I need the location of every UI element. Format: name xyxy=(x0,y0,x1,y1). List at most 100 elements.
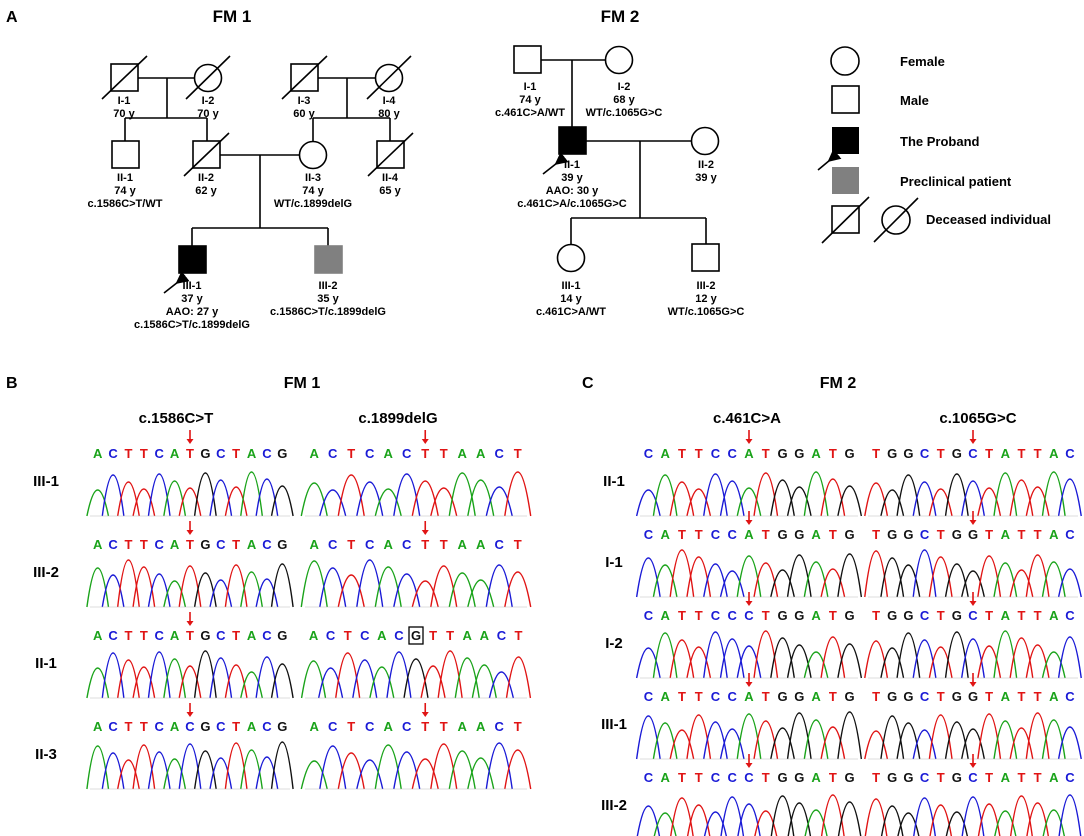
trace-peak xyxy=(255,656,279,699)
base-letter: G xyxy=(952,770,962,785)
base-letter: T xyxy=(140,446,148,461)
trace-peak xyxy=(1041,471,1066,517)
base-letter: T xyxy=(446,628,454,643)
fm1-iii1-id: III-1 xyxy=(183,280,202,292)
trace-peak xyxy=(454,657,480,699)
trace-peak xyxy=(101,474,125,517)
trace-peak xyxy=(1057,726,1082,760)
fm1-i4-id: I-4 xyxy=(383,95,397,107)
trace-row-label: III-1 xyxy=(601,716,627,733)
base-letter: T xyxy=(440,446,448,461)
base-letter: G xyxy=(903,608,913,623)
trace-peak xyxy=(803,471,829,517)
trace-peak xyxy=(896,722,921,760)
fm2-iii2-id: III-2 xyxy=(697,280,716,292)
base-letter: G xyxy=(777,527,787,542)
fm2-proband-arrow xyxy=(542,152,569,175)
base-letter: C xyxy=(728,770,738,785)
trace-peak xyxy=(485,486,513,517)
base-letter: A xyxy=(170,537,180,552)
fm2-iii1-id: III-1 xyxy=(562,280,581,292)
base-letter: C xyxy=(711,689,721,704)
trace-peak xyxy=(803,561,829,598)
trace-peak xyxy=(719,638,745,679)
base-letter: A xyxy=(1001,689,1011,704)
trace-peak xyxy=(652,564,678,598)
base-letter: A xyxy=(660,770,670,785)
trace-peak xyxy=(224,564,248,608)
base-letter: C xyxy=(644,446,654,461)
trace-peak xyxy=(928,488,953,517)
base-letter: A xyxy=(247,537,257,552)
fm1-ii3-female xyxy=(298,140,328,170)
trace-peak xyxy=(837,801,862,836)
trace-peak xyxy=(945,811,968,836)
fm2-ii2-id: II-2 xyxy=(698,159,714,171)
trace-peak xyxy=(352,659,378,699)
base-letter: T xyxy=(937,770,945,785)
trace-peak xyxy=(837,643,863,679)
base-letter: G xyxy=(903,446,913,461)
fm1-ii3-age: 74 y xyxy=(302,185,324,197)
trace-peak xyxy=(820,568,846,598)
fm1-ii1-age: 74 y xyxy=(114,185,136,197)
trace-peak xyxy=(1058,794,1082,836)
trace-peak xyxy=(193,750,217,790)
base-letter: C xyxy=(711,608,721,623)
base-letter: A xyxy=(458,537,468,552)
base-letter: C xyxy=(155,628,165,643)
fm2-i1-id: I-1 xyxy=(524,81,537,93)
trace-peak xyxy=(1057,636,1082,679)
base-letter: T xyxy=(514,628,522,643)
base-letter: C xyxy=(216,537,226,552)
base-letter: C xyxy=(328,446,338,461)
variant-arrowhead xyxy=(186,621,194,626)
trace-peak xyxy=(994,810,1017,836)
fm1-ii2-age: 62 y xyxy=(195,185,217,197)
trace-peak xyxy=(635,557,661,598)
base-letter: T xyxy=(124,628,132,643)
trace-peak xyxy=(335,652,361,699)
trace-peak xyxy=(753,472,779,517)
trace-peak xyxy=(1025,554,1050,598)
base-letter: T xyxy=(937,527,945,542)
base-letter: T xyxy=(1017,689,1025,704)
base-letter: T xyxy=(872,689,880,704)
variant-arrowhead xyxy=(421,439,429,444)
trace-peak xyxy=(240,571,263,608)
trace-peak xyxy=(770,637,795,679)
base-letter: T xyxy=(440,719,448,734)
trace-peak xyxy=(300,660,327,699)
base-letter: A xyxy=(309,628,319,643)
trace-peak xyxy=(467,479,495,517)
base-letter: T xyxy=(232,719,240,734)
trace-peak xyxy=(209,657,233,699)
trace-peak xyxy=(736,713,762,760)
trace-peak xyxy=(319,489,347,517)
trace-peak xyxy=(147,751,171,790)
fm2-iii2-genotype: WT/c.1065G>C xyxy=(668,306,745,318)
trace-peak xyxy=(240,749,264,790)
legend-proband-symbol xyxy=(832,127,859,154)
trace-peak xyxy=(163,480,187,517)
trace-peak xyxy=(132,666,156,699)
base-letter: G xyxy=(952,527,962,542)
base-letter: G xyxy=(952,446,962,461)
base-letter: T xyxy=(140,628,148,643)
trace-peak xyxy=(369,666,395,699)
base-letter: C xyxy=(495,446,505,461)
base-letter: C xyxy=(644,527,654,542)
base-letter: T xyxy=(347,719,355,734)
trace-peak xyxy=(374,488,402,517)
fm1-i3-id: I-3 xyxy=(298,95,311,107)
legend-female-label: Female xyxy=(900,54,945,69)
trace-peak xyxy=(669,481,695,517)
fm2-iii1-genotype: c.461C>A/WT xyxy=(536,306,606,318)
trace-row-label: I-1 xyxy=(605,554,623,571)
trace-peak xyxy=(703,721,728,760)
base-letter: T xyxy=(186,628,194,643)
fm1-i2-id: I-2 xyxy=(202,95,215,107)
